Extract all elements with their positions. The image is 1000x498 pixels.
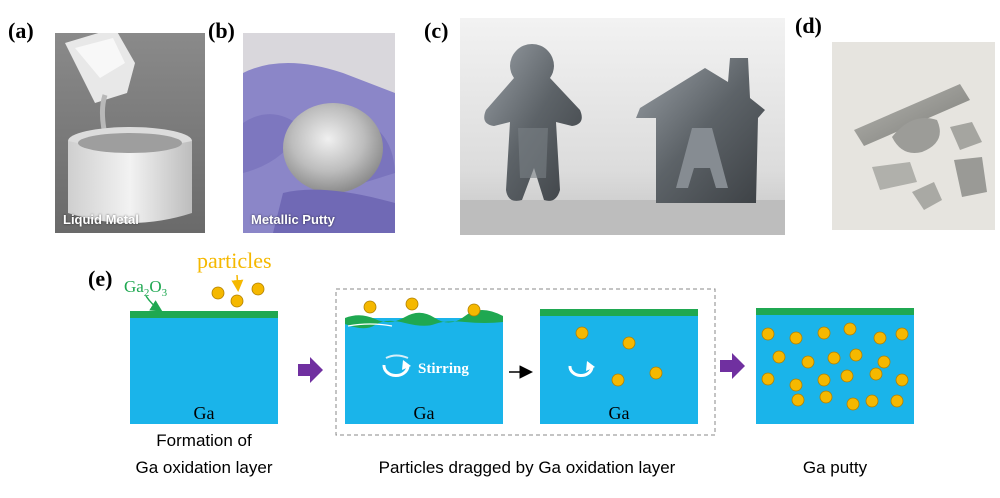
particle <box>843 322 857 336</box>
panel-label-a: (a) <box>8 18 34 43</box>
panel-label-c: (c) <box>424 18 449 43</box>
particle <box>827 351 841 365</box>
particle <box>405 297 419 311</box>
particle <box>849 348 863 362</box>
photo-liquid-metal: Liquid Metal <box>55 33 205 233</box>
photo-metallic-putty: Metallic Putty <box>243 33 395 233</box>
stir-icon <box>382 354 411 377</box>
particle <box>789 331 803 345</box>
particle <box>869 367 883 381</box>
process-arrow-1 <box>298 357 323 383</box>
particle <box>772 350 786 364</box>
particle <box>895 373 909 387</box>
particle <box>211 286 225 300</box>
particle <box>865 394 879 408</box>
particle <box>791 393 805 407</box>
dragged-stage-frame <box>335 288 716 436</box>
particle <box>873 331 887 345</box>
gallium-block-3 <box>540 315 698 424</box>
caption-dragged: Particles dragged by Ga oxidation layer <box>379 458 676 477</box>
gallium-block-1 <box>130 317 278 424</box>
particle <box>575 326 589 340</box>
panel-label-b: (b) <box>208 18 235 43</box>
oxide-arrow <box>145 295 163 312</box>
particle <box>877 355 891 369</box>
oxide-layer-1 <box>130 311 278 318</box>
particle <box>622 336 636 350</box>
particle <box>467 303 481 317</box>
process-arrow-2 <box>720 353 745 379</box>
particle <box>895 327 909 341</box>
ga-label-2: Ga <box>414 403 435 423</box>
photo-cut-putty <box>832 42 995 230</box>
caption-formation-line2: Ga oxidation layer <box>135 458 272 477</box>
oxide-label: Ga2O3 <box>124 277 168 299</box>
particles-label: particles <box>197 248 272 273</box>
particles-arrow <box>231 274 244 292</box>
particle <box>789 378 803 392</box>
caption-metallic-putty: Metallic Putty <box>251 212 335 227</box>
stirring-label: Stirring <box>418 361 469 377</box>
panel-label-e: (e) <box>88 266 113 291</box>
gallium-block-4 <box>756 314 914 424</box>
caption-liquid-metal: Liquid Metal <box>63 212 139 227</box>
particle <box>846 397 860 411</box>
putty-particles <box>761 322 909 411</box>
photo-molded-shapes <box>460 18 785 235</box>
particle <box>761 327 775 341</box>
particle <box>819 390 833 404</box>
particle <box>840 369 854 383</box>
stage-particles-inside: Ga <box>540 309 698 424</box>
particle <box>801 355 815 369</box>
stage-oxidation: Ga2O3 particles Ga <box>124 248 278 424</box>
particle <box>251 282 265 296</box>
oxide-layer-4 <box>756 308 914 315</box>
particle <box>230 294 244 308</box>
particle <box>363 300 377 314</box>
stir-icon <box>568 361 595 377</box>
oxide-layer-3 <box>540 309 698 316</box>
particle <box>890 394 904 408</box>
particle <box>649 366 663 380</box>
ga-label-3: Ga <box>609 403 630 423</box>
caption-putty: Ga putty <box>803 458 868 477</box>
stage-stirring: Stirring Ga <box>345 297 503 424</box>
particle <box>817 373 831 387</box>
caption-formation-line1: Formation of <box>156 431 252 450</box>
oxide-layer-wavy <box>345 310 503 329</box>
particle <box>817 326 831 340</box>
stage-ga-putty <box>756 308 914 424</box>
gallium-block-2 <box>345 318 503 424</box>
panel-label-d: (d) <box>795 13 822 38</box>
particle <box>761 372 775 386</box>
ga-label-1: Ga <box>194 403 215 423</box>
particle <box>611 373 625 387</box>
